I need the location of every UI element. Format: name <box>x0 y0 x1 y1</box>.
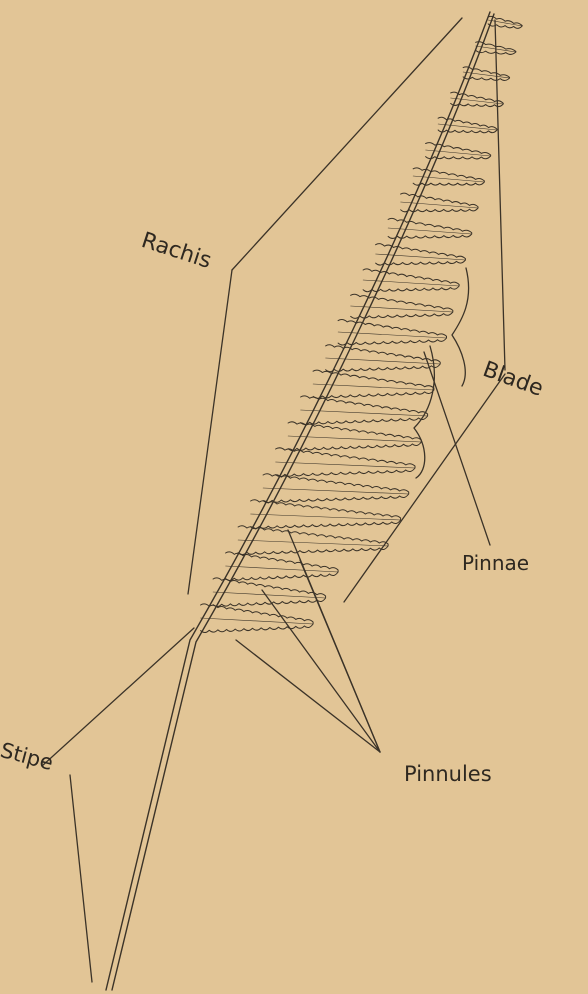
stipe-and-rachis <box>106 12 494 990</box>
pinna-shape <box>238 526 388 555</box>
pinna-midrib <box>251 514 401 520</box>
stipe-leader-bottom <box>70 775 92 982</box>
pinna-shape <box>488 16 522 28</box>
pinnules-label: Pinnules <box>404 762 492 786</box>
pinnules-leader-3 <box>300 560 380 752</box>
pinna-shape <box>463 67 509 81</box>
pinna-midrib <box>238 540 388 546</box>
pinna-midrib <box>276 462 415 468</box>
pinna-shape <box>376 244 466 265</box>
pinna-midrib <box>263 488 409 494</box>
rachis-leader <box>232 18 462 270</box>
pinna-shape <box>451 92 504 107</box>
pinna-midrib <box>288 436 421 442</box>
blade-leader-top <box>495 20 505 370</box>
pinnules-leader-2 <box>262 590 380 752</box>
pinna-shape <box>251 500 401 529</box>
rachis-leader-lower <box>188 270 232 594</box>
pinna-shape <box>201 604 314 633</box>
pinnae-label: Pinnae <box>462 551 529 575</box>
pinna-shape <box>363 269 459 292</box>
pinnules-leader-4 <box>236 640 380 752</box>
pinna-shape <box>226 552 339 581</box>
pinna-shape <box>276 448 415 477</box>
pinna-midrib <box>413 176 484 182</box>
pinna-shape <box>288 422 421 451</box>
pinna-shape <box>326 345 441 372</box>
